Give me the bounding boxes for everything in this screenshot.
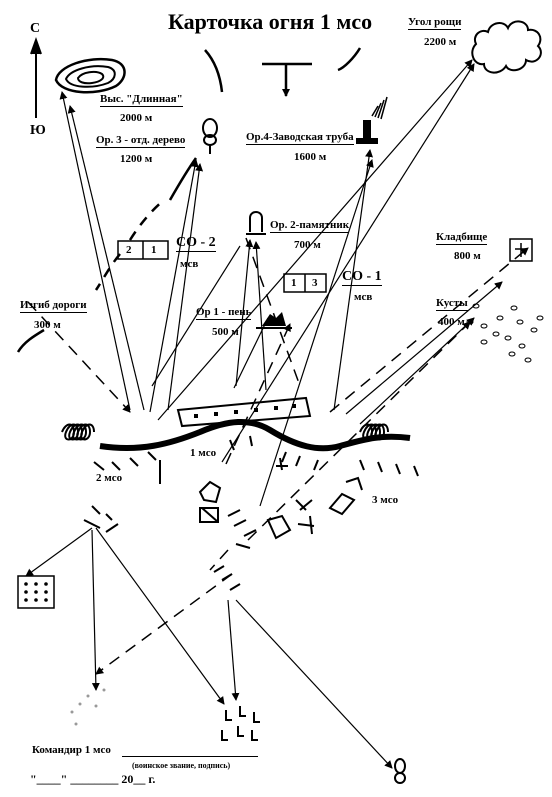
chimney-label: Ор.4-Заводская труба	[246, 131, 354, 145]
stump-distance: 500 м	[212, 326, 239, 338]
defense-line	[93, 418, 419, 477]
commander-label: Командир 1 мсо	[32, 744, 111, 756]
tree-distance: 1200 м	[120, 153, 153, 165]
front-edge-top	[204, 47, 362, 97]
bushes-icon	[466, 303, 544, 363]
tree-label: Ор. 3 - отд. дерево	[96, 134, 186, 148]
cemetery-distance: 800 м	[454, 250, 481, 262]
platoon1-label: 1 мсо	[190, 447, 217, 459]
co2-box-right: 1	[151, 244, 157, 256]
date-line: "____" ________ 20__ г.	[30, 772, 156, 786]
monument-label: Ор. 2-памятник	[270, 219, 350, 233]
sight-lines-plain	[151, 245, 269, 389]
factory-chimney-icon	[356, 96, 388, 144]
target-grid-icon	[17, 575, 55, 609]
bushes-distance: 400 м	[438, 316, 465, 328]
platoon2-positions	[83, 460, 161, 533]
grove-label: Угол рощи	[408, 16, 462, 30]
monument-icon	[246, 211, 266, 235]
hill-contours-icon	[54, 57, 126, 94]
platoon2-label: 2 мсо	[96, 472, 123, 484]
co1-box-right: 3	[312, 277, 318, 289]
card-title: Карточка огня 1 мсо	[168, 9, 373, 34]
monument-distance: 700 м	[294, 239, 321, 251]
co1-label: СО - 1	[342, 269, 382, 286]
enemy-positions	[221, 706, 260, 741]
compass-north-label: С	[30, 21, 41, 36]
co2-unit: мсв	[180, 258, 199, 270]
compass-arrow	[30, 37, 42, 118]
grove-corner-icon	[471, 20, 542, 74]
bushes-label: Кусты	[436, 297, 468, 311]
platoon3-label: 3 мсо	[372, 494, 399, 506]
compass-south-label: Ю	[30, 123, 46, 138]
chimney-distance: 1600 м	[294, 151, 327, 163]
platoon1-positions	[198, 457, 315, 591]
stump-label: Ор 1 - пень	[196, 306, 252, 320]
bottom-tree-icon	[394, 758, 406, 784]
cemetery-icon	[509, 238, 533, 262]
minefield-strip	[176, 396, 312, 428]
grove-distance: 2200 м	[424, 36, 457, 48]
co1-unit: мсв	[354, 291, 373, 303]
platoon3-positions	[328, 476, 363, 516]
road-bend-distance: 300 м	[34, 319, 61, 331]
signature-line	[122, 756, 258, 757]
lone-tree-icon	[202, 118, 218, 154]
faint-marks	[70, 688, 106, 726]
co2-label: СО - 2	[176, 235, 216, 252]
co2-box-left: 2	[126, 244, 132, 256]
sight-lines	[25, 59, 503, 769]
cemetery-label: Кладбище	[436, 231, 488, 245]
hill-label: Выс. "Длинная"	[100, 93, 183, 107]
sector-box-co1	[283, 273, 327, 293]
rank-hint: (воинское звание, подпись)	[132, 761, 231, 770]
hill-distance: 2000 м	[120, 112, 153, 124]
sector-box-co2	[117, 240, 169, 260]
road-bend-label: Изгиб дороги	[20, 299, 87, 313]
sector-boundaries	[27, 237, 529, 675]
co1-box-left: 1	[291, 277, 297, 289]
